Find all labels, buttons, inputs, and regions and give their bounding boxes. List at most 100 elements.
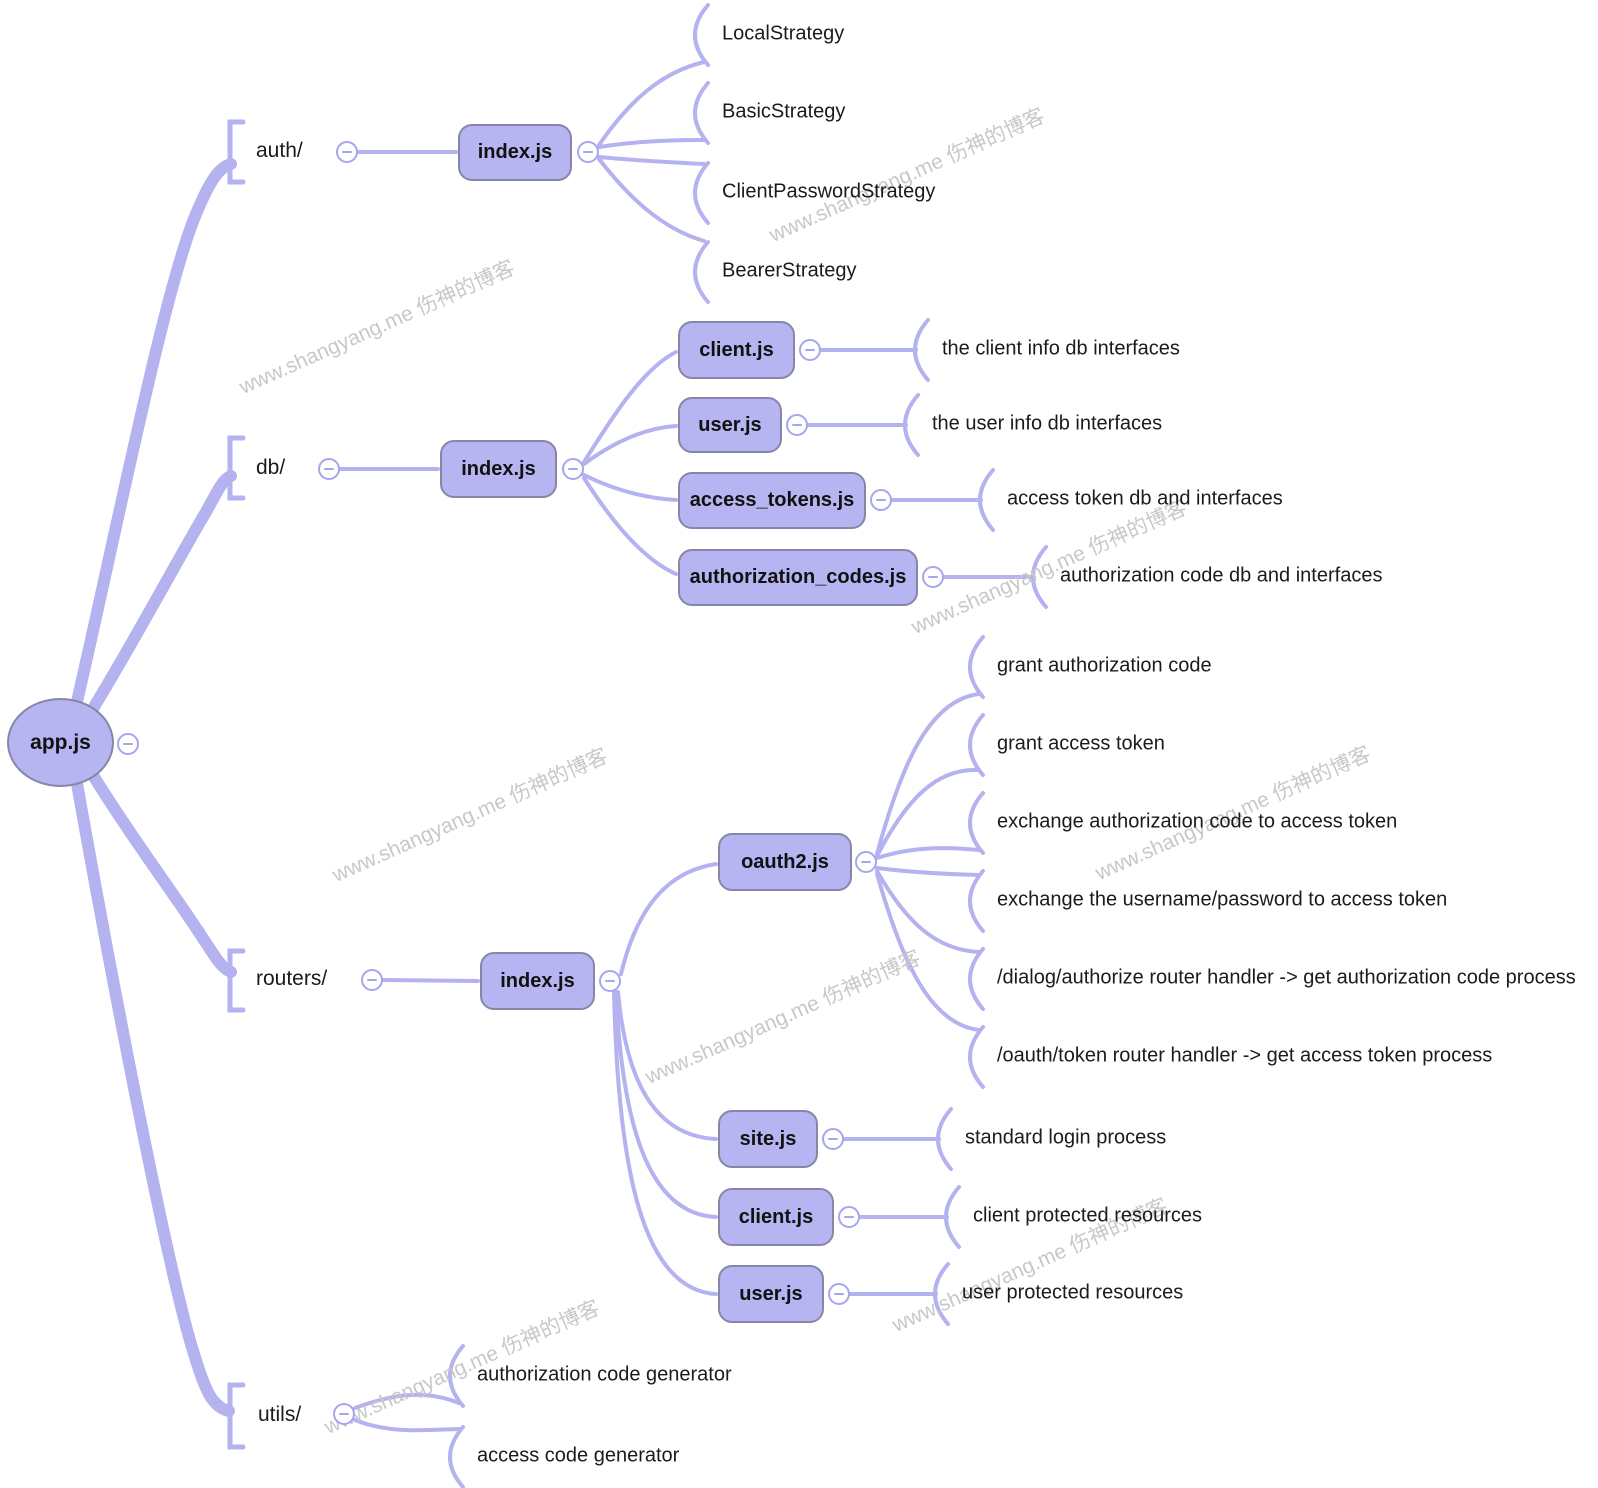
minus-glyph [367,978,377,982]
leaf-exchange-username-password[interactable]: exchange the username/password to access… [997,888,1448,911]
leaf-db-user-desc[interactable]: the user info db interfaces [932,412,1163,435]
node-routers-user-js[interactable]: user.js [718,1265,824,1323]
collapse-icon[interactable] [361,969,383,991]
leaf-access-code-generator[interactable]: access code generator [477,1444,680,1467]
fan-db-user [582,424,678,466]
fan-auth-clientpasswordstrategy [597,155,706,166]
paren-grant-token [968,713,985,777]
fan-routers-oauth2 [619,862,718,976]
leaf-exchange-authorization-code[interactable]: exchange authorization code to access to… [997,810,1398,833]
paren-clientpasswordstrategy [693,161,710,225]
leaf-db-authorization-codes-desc[interactable]: authorization code db and interfaces [1060,564,1383,587]
fan-routers-client [614,990,718,1219]
minus-glyph [834,1292,844,1296]
node-routers-index-js[interactable]: index.js [480,952,595,1010]
minus-glyph [844,1215,854,1219]
collapse-icon[interactable] [318,458,340,480]
minus-glyph [583,150,593,154]
bracket-utils-folder [227,1382,246,1450]
node-oauth2-js[interactable]: oauth2.js [718,833,852,891]
collapse-icon[interactable] [333,1403,355,1425]
node-db-user-js[interactable]: user.js [678,397,782,453]
fan-auth-basicstrategy [597,138,706,149]
node-db-client-js[interactable]: client.js [678,321,795,379]
fan-routers-site [616,990,718,1141]
connector-routers-index [381,978,480,983]
fan-utils-accesscode-generator [353,1418,461,1433]
bracket-auth-folder [227,119,246,185]
node-app-js[interactable]: app.js [7,698,114,787]
collapse-icon[interactable] [922,566,944,588]
collapse-icon[interactable] [599,970,621,992]
collapse-icon[interactable] [577,141,599,163]
node-routers-client-js[interactable]: client.js [718,1188,834,1246]
fan-auth-bearerstrategy [597,157,706,243]
node-site-js[interactable]: site.js [718,1110,818,1168]
edge-root-routers [80,758,237,978]
fan-oauth2-exchange-password [875,866,981,877]
collapse-icon[interactable] [562,458,584,480]
fan-auth-localstrategy [597,60,706,147]
paren-routers-user-desc [933,1262,950,1326]
leaf-bearerstrategy[interactable]: BearerStrategy [722,259,857,282]
minus-glyph [876,498,886,502]
fan-db-authorizationcodes [582,476,678,576]
paren-grant-code [968,635,985,699]
collapse-icon[interactable] [786,414,808,436]
folder-db[interactable]: db/ [256,456,286,480]
leaf-authorization-code-generator[interactable]: authorization code generator [477,1363,732,1386]
node-db-access-tokens-js[interactable]: access_tokens.js [678,472,866,529]
leaf-routers-user-desc[interactable]: user protected resources [962,1281,1184,1304]
leaf-basicstrategy[interactable]: BasicStrategy [722,100,846,123]
fan-oauth2-grant-code [875,692,981,856]
collapse-icon[interactable] [799,339,821,361]
node-db-authorization-codes-js[interactable]: authorization_codes.js [678,549,918,606]
leaf-grant-authorization-code[interactable]: grant authorization code [997,654,1212,677]
paren-dialog-authorize [968,947,985,1011]
minus-glyph [928,575,938,579]
minus-glyph [792,423,802,427]
collapse-icon[interactable] [828,1283,850,1305]
leaf-clientpasswordstrategy[interactable]: ClientPasswordStrategy [722,180,936,203]
folder-routers[interactable]: routers/ [256,967,328,991]
collapse-icon[interactable] [117,733,139,755]
leaf-db-client-desc[interactable]: the client info db interfaces [942,337,1180,360]
fan-oauth2-exchange-code [875,846,981,860]
folder-utils[interactable]: utils/ [258,1403,302,1427]
collapse-icon[interactable] [822,1128,844,1150]
folder-auth[interactable]: auth/ [256,139,303,163]
leaf-dialog-authorize-handler[interactable]: /dialog/authorize router handler -> get … [997,966,1576,989]
collapse-icon[interactable] [870,489,892,511]
minus-glyph [342,150,352,154]
minus-glyph [861,860,871,864]
minus-glyph [123,742,133,746]
paren-db-user-desc [903,393,920,457]
leaf-routers-client-desc[interactable]: client protected resources [973,1204,1203,1227]
collapse-icon[interactable] [838,1206,860,1228]
leaf-localstrategy[interactable]: LocalStrategy [722,22,845,45]
paren-db-accesstokens-desc [978,468,995,532]
minus-glyph [605,979,615,983]
paren-db-client-desc [913,318,930,382]
bracket-routers-folder [227,948,246,1013]
node-db-index-js[interactable]: index.js [440,440,557,498]
edge-root-db [80,470,237,726]
edge-root-utils [70,772,235,1417]
collapse-icon[interactable] [336,141,358,163]
paren-authcode-generator [448,1344,465,1408]
paren-exchange-code [968,791,985,855]
leaf-grant-access-token[interactable]: grant access token [997,732,1165,755]
node-auth-index-js[interactable]: index.js [458,124,572,181]
paren-basicstrategy [693,81,710,145]
fan-oauth2-dialog-authorize [875,869,981,954]
leaf-site-desc[interactable]: standard login process [965,1126,1167,1149]
paren-accesscode-generator [448,1425,465,1488]
leaf-oauth-token-handler[interactable]: /oauth/token router handler -> get acces… [997,1044,1493,1067]
paren-db-authorizationcodes-desc [1031,545,1048,609]
leaf-db-access-tokens-desc[interactable]: access token db and interfaces [1007,487,1283,510]
paren-bearerstrategy [693,240,710,304]
paren-localstrategy [693,3,710,67]
collapse-icon[interactable] [855,851,877,873]
minus-glyph [568,467,578,471]
